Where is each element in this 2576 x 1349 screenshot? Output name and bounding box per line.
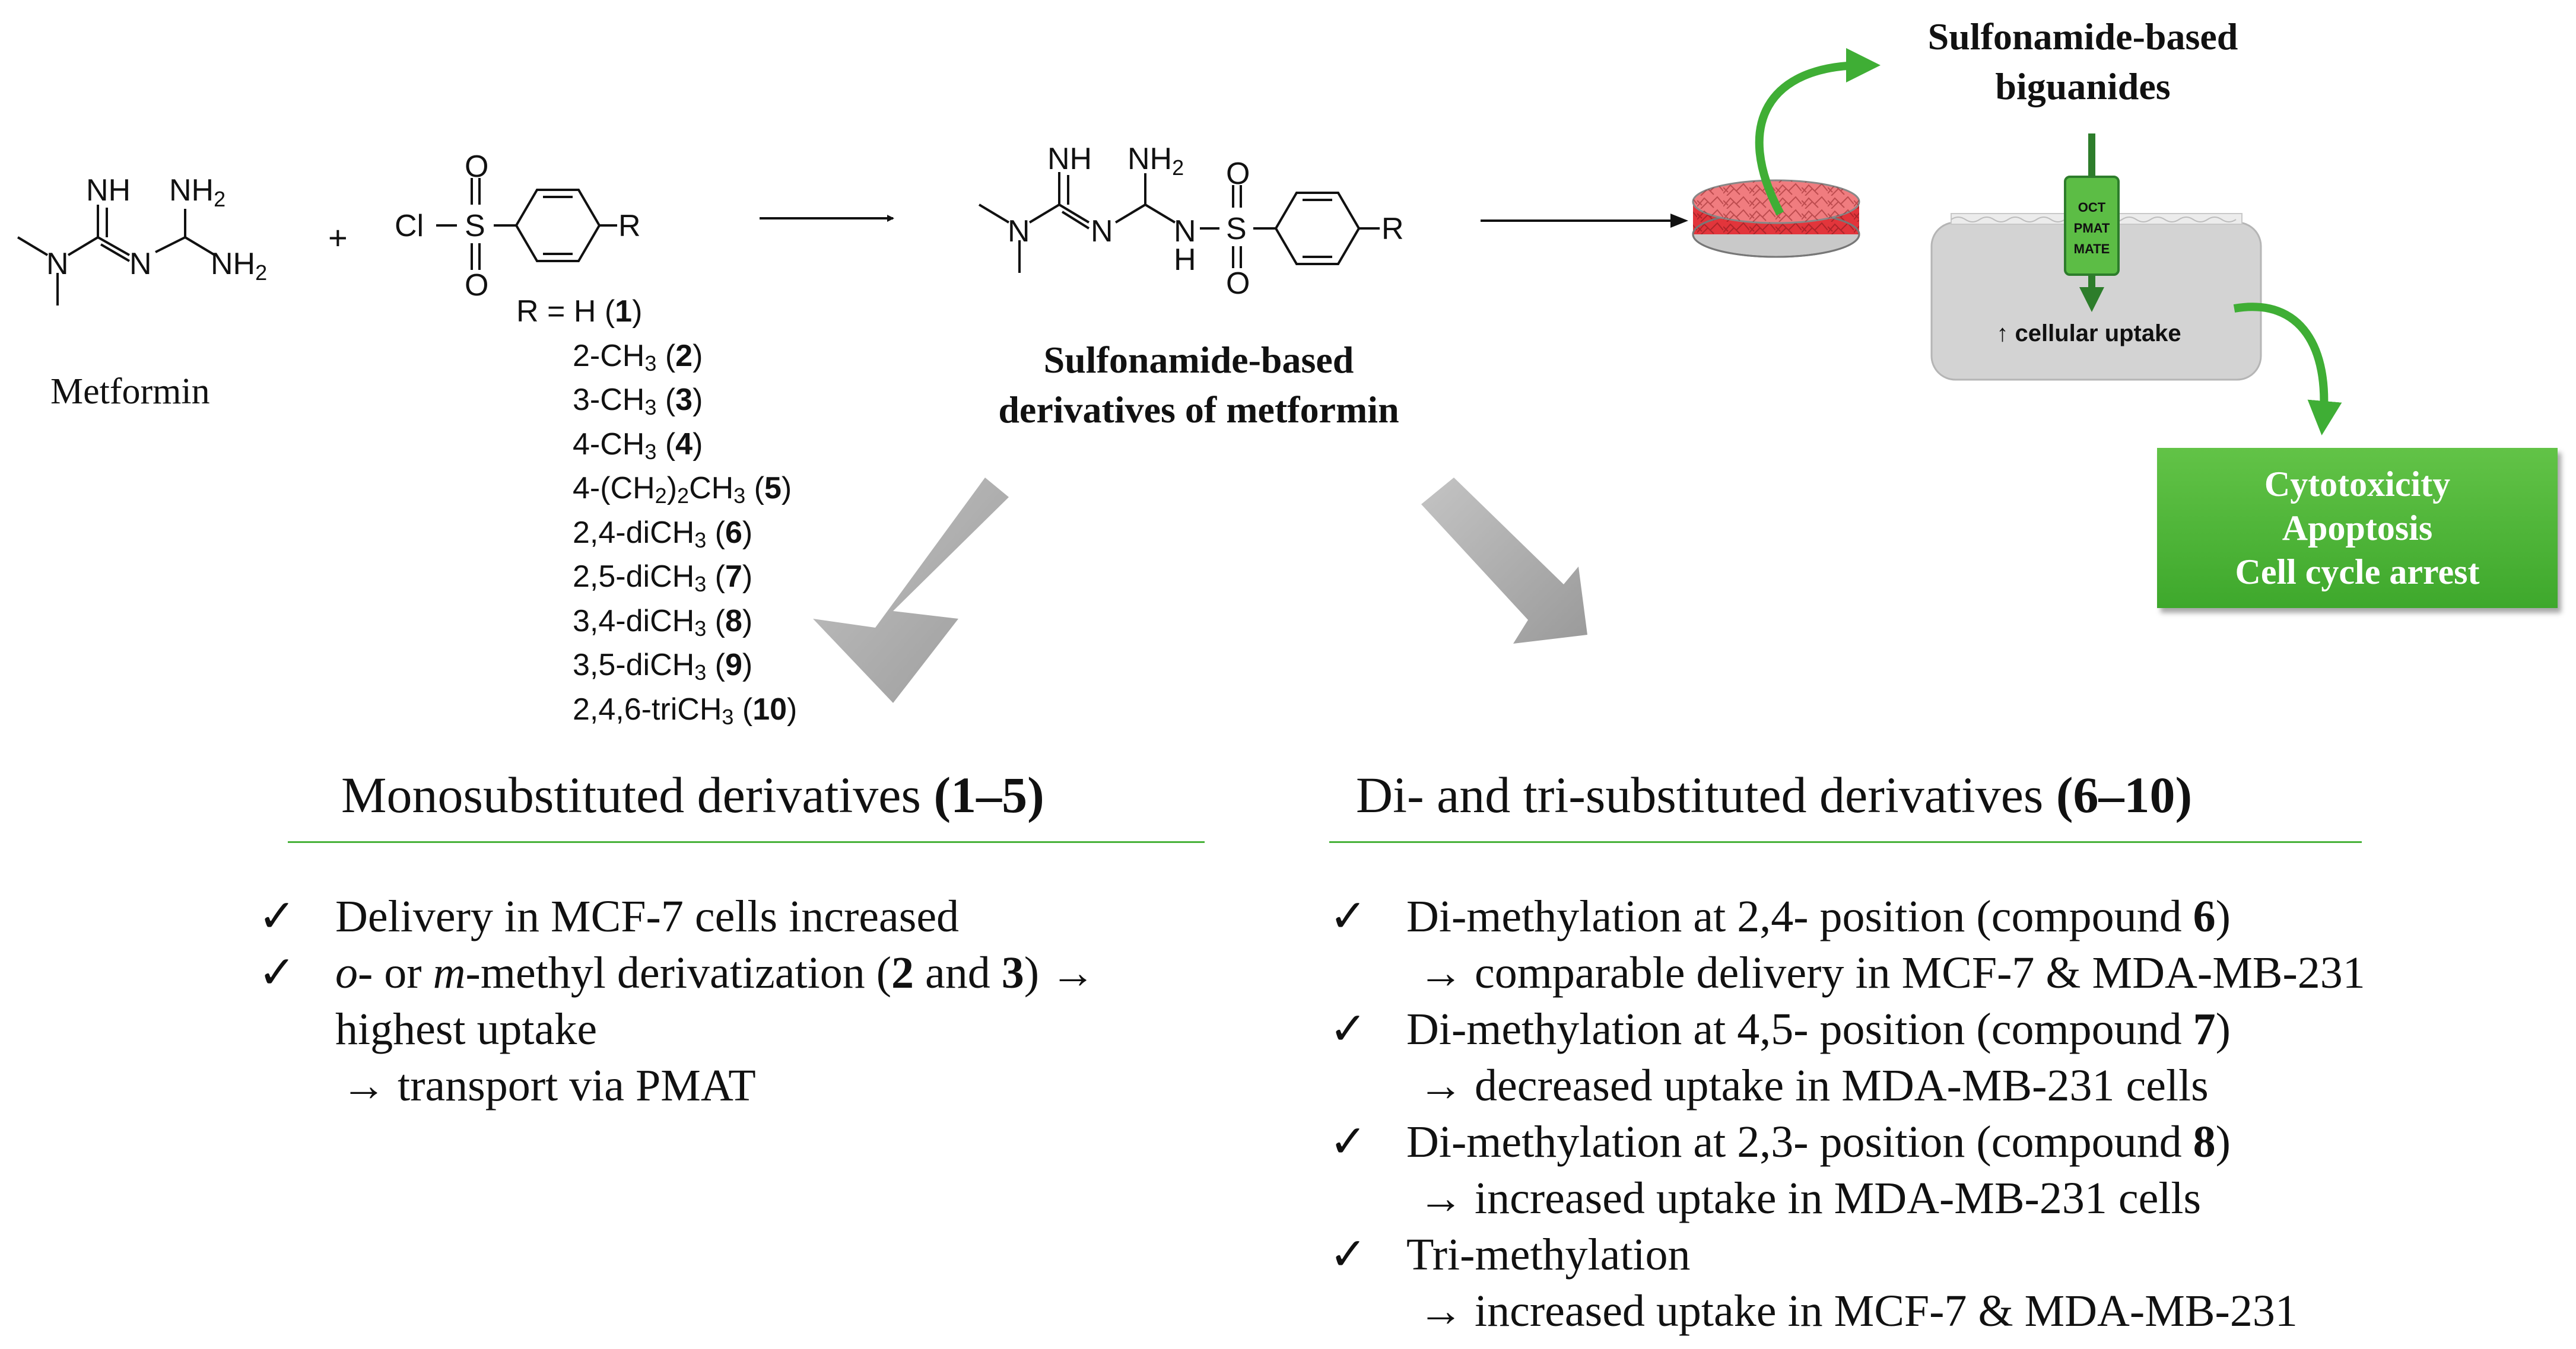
list-item: ✓ Di-methylation at 2,4- position (compo… xyxy=(1329,889,2365,1001)
substituent-row: 4-(CH2)2CH3 (5) xyxy=(573,471,792,508)
metformin-atom-nh2-right: NH2 xyxy=(211,247,267,285)
effects-box: Cytotoxicity Apoptosis Cell cycle arrest xyxy=(2157,448,2558,608)
product-atom-o-bottom: O xyxy=(1226,266,1250,301)
reagent-atom-r: R xyxy=(618,209,641,243)
check-icon: ✓ xyxy=(258,892,296,941)
substituent-row: 4-CH3 (4) xyxy=(573,427,703,464)
substituent-row: 2,5-diCH3 (7) xyxy=(573,559,753,596)
check-icon: ✓ xyxy=(1329,1230,1367,1280)
product-label: Sulfonamide-based derivatives of metform… xyxy=(926,335,1472,435)
transporter-pmat: PMAT xyxy=(2074,221,2110,236)
green-curved-arrow-up xyxy=(1755,48,1881,216)
list-item: ✓ Di-methylation at 2,3- position (compo… xyxy=(1329,1114,2365,1227)
biguanide-title-line2: biguanides xyxy=(1995,65,2171,107)
biguanide-title-line1: Sulfonamide-based xyxy=(1927,15,2238,58)
substituent-row: 3-CH3 (3) xyxy=(573,383,703,419)
bullets-di-tri: ✓ Di-methylation at 2,4- position (compo… xyxy=(1329,889,2365,1340)
plus-sign: + xyxy=(328,219,348,256)
section-title-di-tri: Di- and tri-substituted derivatives (6–1… xyxy=(1356,766,2193,823)
product-atom-n-link: N xyxy=(1174,214,1196,249)
metformin-atom-nh2-top: NH2 xyxy=(169,173,225,211)
cellular-uptake-label: ↑ cellular uptake xyxy=(1996,320,2181,346)
product-atom-n-mid: N xyxy=(1091,214,1113,249)
metformin-atom-n-left: N xyxy=(46,247,69,281)
sulfonyl-chloride-structure xyxy=(436,178,617,270)
metformin-label: Metformin xyxy=(50,371,210,412)
list-item: ✓ Di-methylation at 4,5- position (compo… xyxy=(1329,1001,2365,1114)
list-item: ✓ Tri-methylation → increased uptake in … xyxy=(1329,1227,2365,1340)
product-atom-h-link: H xyxy=(1174,243,1196,277)
gray-arrow-right xyxy=(1421,478,1587,644)
substituent-row: 2,4-diCH3 (6) xyxy=(573,515,753,552)
product-atom-nh: NH xyxy=(1047,142,1092,176)
substituent-row: 3,5-diCH3 (9) xyxy=(573,648,753,685)
substituent-row: 2-CH3 (2) xyxy=(573,338,703,376)
list-item: ✓ Delivery in MCF-7 cells increased xyxy=(258,889,1095,945)
reagent-atom-o-top: O xyxy=(465,149,488,184)
product-atom-r: R xyxy=(1381,212,1404,246)
effect-cell-cycle-arrest: Cell cycle arrest xyxy=(2235,552,2480,591)
effect-apoptosis: Apoptosis xyxy=(2282,508,2433,548)
product-structure xyxy=(978,172,1380,273)
substituent-row: R = H (1) xyxy=(516,294,643,329)
metformin-atom-n-mid: N xyxy=(129,247,152,281)
up-arrow-icon: ↑ xyxy=(1996,320,2009,346)
petri-dish-icon xyxy=(1692,179,1860,258)
effect-cytotoxicity: Cytotoxicity xyxy=(2264,464,2451,504)
reagent-atom-o-bottom: O xyxy=(465,268,488,303)
product-atom-s: S xyxy=(1226,212,1247,246)
check-icon: ✓ xyxy=(1329,1004,1367,1054)
metformin-structure xyxy=(17,205,216,306)
product-label-line1: Sulfonamide-based xyxy=(1043,339,1354,381)
reagent-atom-cl: Cl xyxy=(395,209,424,243)
section-divider-right xyxy=(1329,841,2362,843)
gray-arrow-left xyxy=(813,478,1009,703)
product-label-line2: derivatives of metformin xyxy=(998,389,1399,431)
product-atom-o-top: O xyxy=(1226,157,1250,191)
list-item: ✓ o- or m-methyl derivatization (2 and 3… xyxy=(258,945,1095,1114)
product-atom-nh2: NH2 xyxy=(1127,142,1184,180)
metformin-atom-nh: NH xyxy=(86,173,131,208)
green-curved-arrow-down xyxy=(2233,303,2342,435)
product-atom-n-left: N xyxy=(1008,214,1030,249)
section-title-mono: Monosubstituted derivatives (1–5) xyxy=(341,766,1044,823)
check-icon: ✓ xyxy=(1329,892,1367,941)
check-icon: ✓ xyxy=(258,948,296,998)
bullets-mono: ✓ Delivery in MCF-7 cells increased ✓ o-… xyxy=(258,889,1095,1114)
section-divider-left xyxy=(288,841,1205,843)
reagent-atom-s: S xyxy=(465,209,485,243)
substituent-list: R = H (1) 2-CH3 (2) 3-CH3 (3) 4-CH3 (4) … xyxy=(516,289,797,731)
transporter-oct: OCT xyxy=(2078,200,2106,215)
substituent-row: 3,4-diCH3 (8) xyxy=(573,603,753,641)
check-icon: ✓ xyxy=(1329,1117,1367,1167)
transporter-mate: MATE xyxy=(2074,241,2110,256)
substituent-row: 2,4,6-triCH3 (10) xyxy=(573,692,798,729)
biguanide-title: Sulfonamide-based biguanides xyxy=(1840,12,2326,112)
